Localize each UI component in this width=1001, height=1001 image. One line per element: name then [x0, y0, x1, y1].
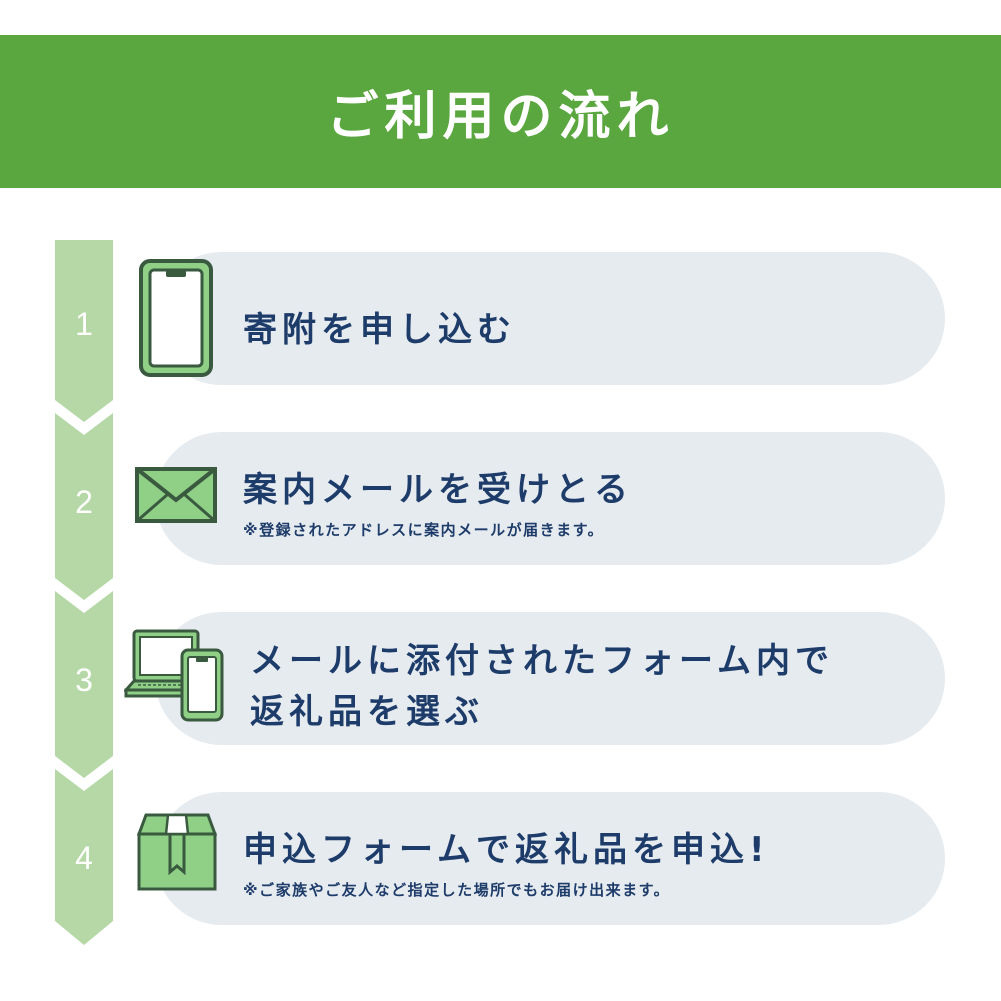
step-number-4: 4: [75, 840, 93, 876]
step-card-3: [155, 612, 945, 745]
step-card-2: [155, 432, 945, 565]
step-title-3-line-1: メールに添付されたフォーム内で: [250, 641, 834, 681]
step-card-1: [155, 252, 945, 385]
step-title-2: 案内メールを受けとる: [243, 470, 633, 510]
envelope-icon: [135, 467, 217, 523]
step-note-2: ※登録されたアドレスに案内メールが届きます。: [243, 521, 605, 539]
step-note-4: ※ご家族やご友人など指定した場所でもお届け出来ます。: [243, 881, 671, 899]
step-number-3: 3: [75, 662, 93, 698]
banner-title: ご利用の流れ: [326, 87, 675, 147]
step-number-2: 2: [75, 484, 93, 520]
smartphone-icon: [139, 259, 213, 377]
step-number-1: 1: [75, 306, 93, 342]
laptop-and-phone-icon: [124, 629, 224, 722]
step-title-3-line-2: 返礼品を選ぶ: [250, 692, 484, 732]
header-banner: ご利用の流れ: [0, 35, 1001, 188]
step-title-4: 申込フォームで返礼品を申込!: [243, 830, 770, 870]
step-title-1: 寄附を申し込む: [243, 310, 516, 350]
package-box-icon: [136, 813, 218, 891]
step-card-4: [155, 792, 945, 925]
